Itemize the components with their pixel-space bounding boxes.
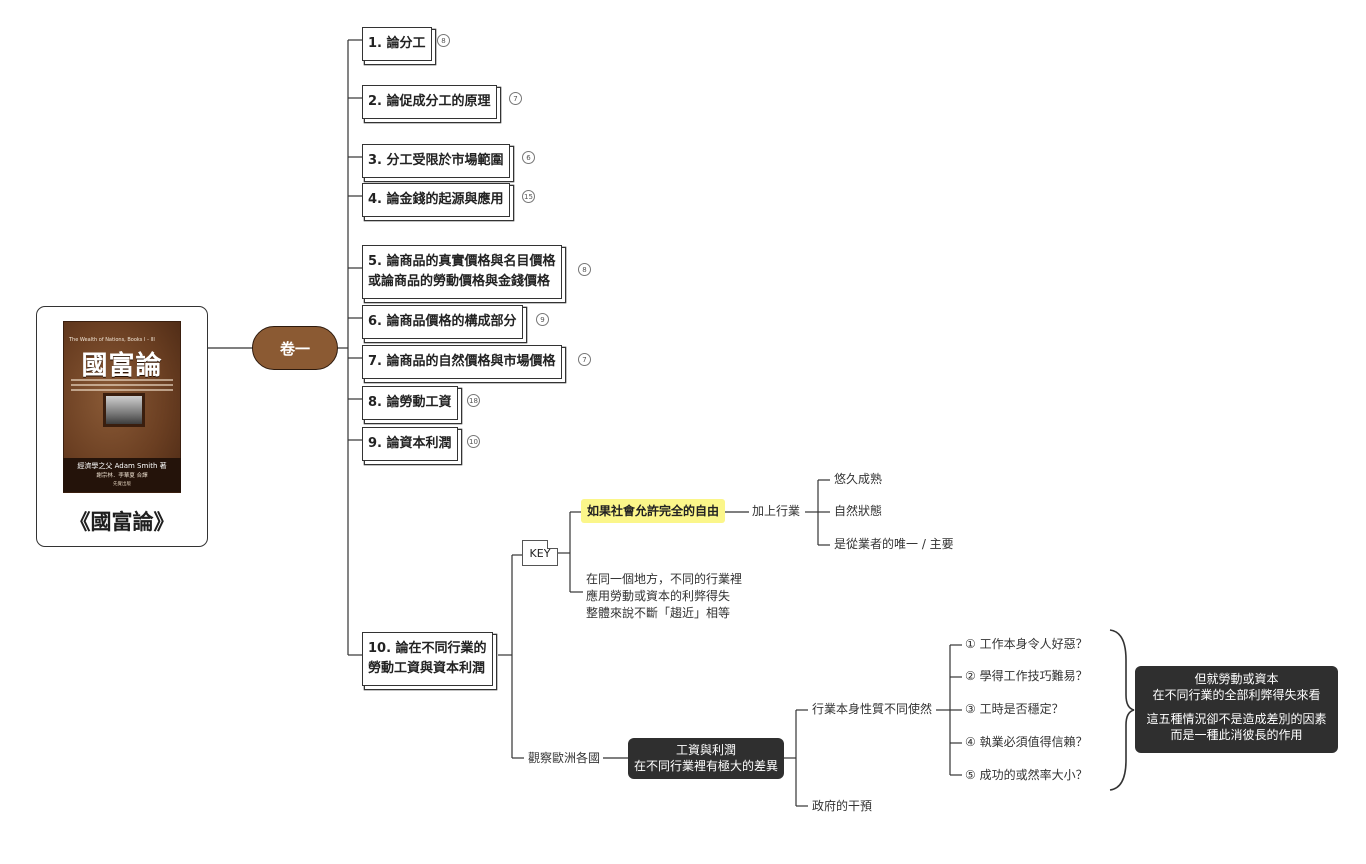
chapter-1-label: 1. 論分工 — [368, 36, 426, 51]
main-topic-volume-one[interactable]: 卷一 — [252, 326, 338, 370]
condition-main-occupation[interactable]: 是從業者的唯一 / 主要 — [834, 537, 954, 551]
chapter-5-label-line2: 或論商品的勞動價格與金錢價格 — [368, 274, 551, 289]
chapter-4[interactable]: 4. 論金錢的起源與應用 — [362, 183, 514, 217]
summary-line1: 但就勞動或資本 — [1194, 672, 1279, 686]
chapter-8-label: 8. 論勞動工資 — [368, 395, 452, 410]
chapter-2-count[interactable]: 7 — [509, 92, 522, 105]
chapter-8-card[interactable]: 8. 論勞動工資 — [362, 386, 458, 420]
chapter-7-card[interactable]: 7. 論商品的自然價格與市場價格 — [362, 345, 562, 379]
equalization-note-line2: 應用勞動或資本的利弊得失 — [586, 589, 731, 603]
cover-author: 經濟學之父 Adam Smith 著 — [77, 462, 167, 470]
summary-box[interactable]: 但就勞動或資本 在不同行業的全部利弊得失來看 這五種情況卻不是造成差別的因素 而… — [1135, 666, 1338, 753]
chapter-3[interactable]: 3. 分工受限於市場範圍 — [362, 144, 514, 178]
chapter-4-count[interactable]: 15 — [522, 190, 535, 203]
chapter-6-label: 6. 論商品價格的構成部分 — [368, 314, 517, 329]
equalization-note-line3: 整體來說不斷「趨近」相等 — [586, 606, 731, 620]
chapter-6[interactable]: 6. 論商品價格的構成部分 — [362, 305, 527, 339]
industry-nature-label[interactable]: 行業本身性質不同使然 — [812, 702, 933, 716]
chapter-2-label: 2. 論促成分工的原理 — [368, 94, 491, 109]
summary-line2: 在不同行業的全部利弊得失來看 — [1152, 688, 1321, 702]
cover-band — [63, 458, 181, 492]
chapter-9[interactable]: 9. 論資本利潤 — [362, 427, 462, 461]
chapter-9-card[interactable]: 9. 論資本利潤 — [362, 427, 458, 461]
chapter-5-count[interactable]: 8 — [578, 263, 591, 276]
key-note-fold — [547, 540, 558, 549]
chapter-10-label-line1: 10. 論在不同行業的 — [368, 641, 487, 656]
cover-publisher: 先覺出版 — [113, 482, 131, 487]
chapter-1-count[interactable]: 8 — [437, 34, 450, 47]
key-label: KEY — [529, 546, 551, 560]
summary-line4: 而是一種此消彼長的作用 — [1170, 728, 1303, 742]
factor-4[interactable]: ④ 執業必須值得信賴？ — [965, 735, 1088, 749]
book-cover-image: The Wealth of Nations, Books I - III 國富論… — [63, 321, 181, 493]
factor-3[interactable]: ③ 工時是否穩定？ — [965, 702, 1064, 716]
wage-profit-box[interactable]: 工資與利潤 在不同行業裡有極大的差異 — [628, 738, 784, 779]
chapter-6-count[interactable]: 9 — [536, 313, 549, 326]
chapter-10-card[interactable]: 10. 論在不同行業的 勞動工資與資本利潤 — [362, 632, 493, 686]
chapter-3-card[interactable]: 3. 分工受限於市場範圍 — [362, 144, 510, 178]
cover-text-lines — [71, 379, 173, 394]
chapter-7-label: 7. 論商品的自然價格與市場價格 — [368, 354, 556, 369]
wage-profit-line2: 在不同行業裡有極大的差異 — [633, 759, 778, 773]
summary-line3: 這五種情況卻不是造成差別的因素 — [1146, 712, 1327, 726]
summary-spacer — [1135, 703, 1338, 711]
chapter-4-label: 4. 論金錢的起源與應用 — [368, 192, 504, 207]
equalization-note-line1: 在同一個地方，不同的行業裡 — [586, 572, 743, 586]
chapter-7[interactable]: 7. 論商品的自然價格與市場價格 — [362, 345, 566, 379]
chapter-10-label-line2: 勞動工資與資本利潤 — [368, 661, 486, 676]
factor-2[interactable]: ② 學得工作技巧難易？ — [965, 669, 1088, 683]
factor-1[interactable]: ① 工作本身令人好惡？ — [965, 637, 1088, 651]
chapter-10[interactable]: 10. 論在不同行業的 勞動工資與資本利潤 — [362, 632, 497, 686]
book-caption: 《國富論》 — [69, 509, 175, 534]
condition-mature[interactable]: 悠久成熟 — [834, 472, 883, 486]
chapter-4-card[interactable]: 4. 論金錢的起源與應用 — [362, 183, 510, 217]
cover-subtitle: The Wealth of Nations, Books I - III — [69, 337, 155, 343]
observe-europe-label[interactable]: 觀察歐洲各國 — [528, 751, 601, 765]
government-intervention-label[interactable]: 政府的干預 — [812, 799, 873, 813]
chapter-6-card[interactable]: 6. 論商品價格的構成部分 — [362, 305, 523, 339]
factor-5[interactable]: ⑤ 成功的或然率大小？ — [965, 768, 1088, 782]
chapter-5[interactable]: 5. 論商品的真實價格與名目價格 或論商品的勞動價格與金錢價格 — [362, 245, 566, 299]
chapter-1[interactable]: 1. 論分工 — [362, 27, 436, 61]
chapter-1-card[interactable]: 1. 論分工 — [362, 27, 432, 61]
chapter-3-label: 3. 分工受限於市場範圍 — [368, 153, 504, 168]
cover-photo — [103, 393, 145, 427]
chapter-3-count[interactable]: 6 — [522, 151, 535, 164]
chapter-9-count[interactable]: 10 — [467, 435, 480, 448]
chapter-5-label-line1: 5. 論商品的真實價格與名目價格 — [368, 254, 556, 269]
equalization-note[interactable]: 在同一個地方，不同的行業裡 應用勞動或資本的利弊得失 整體來說不斷「趨近」相等 — [586, 571, 742, 622]
cover-translator: 謝宗林．李華夏 合譯 — [96, 473, 148, 479]
chapter-9-label: 9. 論資本利潤 — [368, 436, 452, 451]
cover-title: 國富論 — [81, 351, 163, 381]
free-society-highlight[interactable]: 如果社會允許完全的自由 — [581, 499, 726, 523]
chapter-8-count[interactable]: 18 — [467, 394, 480, 407]
wage-profit-line1: 工資與利潤 — [675, 743, 736, 757]
chapter-2-card[interactable]: 2. 論促成分工的原理 — [362, 85, 497, 119]
chapter-5-card[interactable]: 5. 論商品的真實價格與名目價格 或論商品的勞動價格與金錢價格 — [362, 245, 562, 299]
book-card: The Wealth of Nations, Books I - III 國富論… — [36, 306, 208, 547]
chapter-8[interactable]: 8. 論勞動工資 — [362, 386, 462, 420]
condition-natural-state[interactable]: 自然狀態 — [834, 504, 883, 518]
chapter-2[interactable]: 2. 論促成分工的原理 — [362, 85, 501, 119]
add-industry-label[interactable]: 加上行業 — [752, 504, 801, 518]
chapter-7-count[interactable]: 7 — [578, 353, 591, 366]
